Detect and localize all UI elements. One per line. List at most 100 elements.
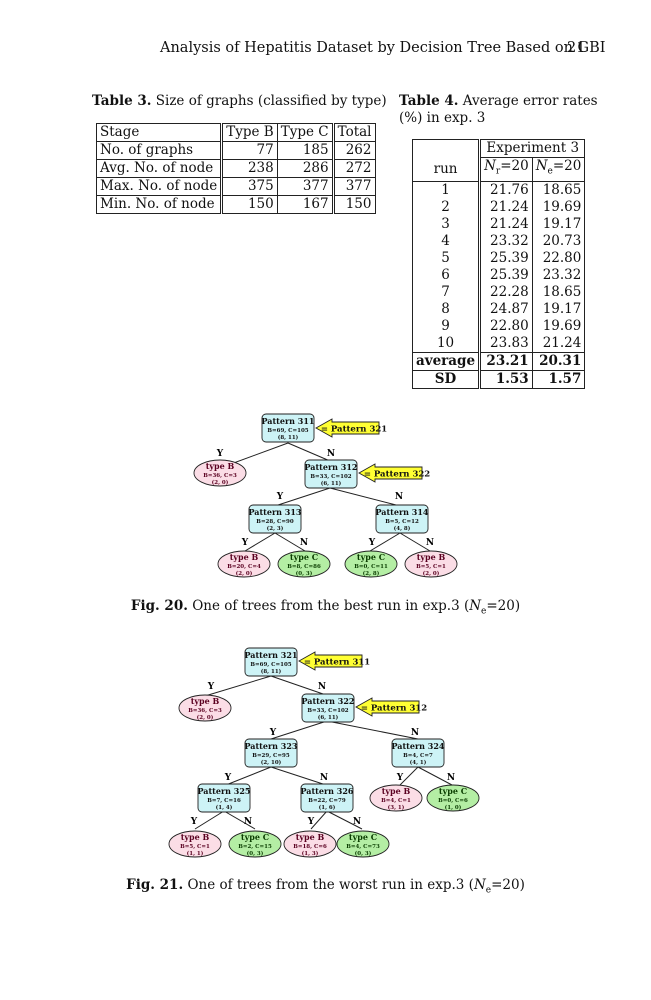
table-header-cell: Stage [95,123,224,142]
table-cell: 6 [411,266,482,284]
table-cell: 21.76 [479,181,533,199]
table-header-cell: Type C [276,123,335,142]
table-cell: 23.32 [531,266,586,284]
table-cell: 238 [221,159,278,178]
table-cell: 150 [332,195,376,214]
table-cell: 1 [411,181,482,199]
leaf-ellipse [193,459,247,487]
node-stat: B=22, C=79 [308,798,346,804]
pattern-box [261,413,315,443]
leaf-ellipse [283,830,337,858]
pattern-box [244,647,298,677]
table-cell: 286 [276,159,335,178]
edge-label-yes: Y [224,773,232,783]
table-cell: 19.69 [531,317,586,335]
equivalence-arrow: = Pattern 322 [358,463,430,483]
node-stat: (1, 0) [445,804,462,811]
leaf-ellipse [404,550,458,578]
node-title: type B [230,552,259,562]
node-stat: B=4, C=73 [346,844,380,850]
node-stat: B=5, C=12 [385,519,419,525]
node-stat: B=36, C=3 [203,473,237,479]
page-number: 21 [567,40,586,56]
table-cell: 22.80 [479,317,533,335]
node-stat: (2, 0) [197,714,214,721]
node-stat: B=4, C=1 [381,798,411,804]
edge-label-yes: Y [190,817,198,827]
table-cell: 5 [411,249,482,267]
fig21-caption: Fig. 21. One of trees from the worst run… [126,877,525,896]
table3-caption-text: Size of graphs (classified by type) [155,93,387,109]
table3-caption: Table 3. Size of graphs (classified by t… [92,93,387,110]
edge-label-yes: Y [307,817,315,827]
arrow-shape [315,418,380,438]
node-stat: B=0, C=11 [354,564,388,570]
table-cell: 20.31 [531,351,586,371]
arrow-label: = Pattern 312 [361,704,427,714]
table-cell: 21.24 [479,198,533,216]
edge-label-yes: Y [241,538,249,548]
table-cell: Avg. No. of node [95,159,224,178]
node-stat: (0, 3) [355,850,372,857]
node-title: Pattern 323 [245,741,298,751]
edge-label-no: N [411,728,419,738]
edge-label-no: N [318,682,326,692]
leaf-node-type-b: type BB=36, C=3(2, 0) [178,694,232,722]
node-stat: (6, 11) [318,714,339,721]
edge-label-no: N [353,817,361,827]
node-stat: B=36, C=3 [188,708,222,714]
pattern-box [244,738,298,768]
table-row: Avg. No. of node 238 286 272 [95,159,376,178]
table-cell: Max. No. of node [95,177,224,196]
pattern-box [375,504,429,534]
leaf-ellipse [426,784,480,812]
leaf-node-type-b: type BB=18, C=6(1, 3) [283,830,337,858]
node-stat: (2, 0) [236,570,253,577]
table-cell: 4 [411,232,482,250]
edge-label-yes: Y [276,492,284,502]
table-cell: 20.73 [531,232,586,250]
edge-label-no: N [244,817,252,827]
table-cell: 22.80 [531,249,586,267]
table-cell: 262 [332,141,376,160]
node-stat: (0, 3) [247,850,264,857]
node-title: Pattern 326 [301,786,354,796]
node-stat: (1, 4) [216,804,233,811]
edge-label-no: N [426,538,434,548]
table-header-cell: Nr=20 [479,157,533,182]
pattern-box [301,693,355,723]
leaf-node-type-c: type CB=8, C=86(0, 3) [277,550,331,578]
table-row: Min. No. of node 150 167 150 [95,195,376,214]
leaf-ellipse [369,784,423,812]
node-stat: B=20, C=4 [227,564,261,570]
table-cell: 77 [221,141,278,160]
leaf-ellipse [277,550,331,578]
table-row: No. of graphs 77 185 262 [95,141,376,160]
edge-label-no: N [300,538,308,548]
edge-label-no: N [395,492,403,502]
leaf-ellipse [178,694,232,722]
node-stat: (4, 1) [410,759,427,766]
table-cell: 185 [276,141,335,160]
node-title: Pattern 325 [198,786,251,796]
equivalence-arrow: = Pattern 312 [355,697,427,717]
equivalence-arrow: = Pattern 311 [298,651,370,671]
leaf-node-type-b: type BB=36, C=3(2, 0) [193,459,247,487]
node-stat: (2, 0) [423,570,440,577]
leaf-ellipse [228,830,282,858]
table-row: Stage Type B Type C Total [95,123,376,142]
leaf-node-type-c: type CB=4, C=73(0, 3) [336,830,390,858]
node-stat: (2, 10) [261,759,282,766]
pattern-box [248,504,302,534]
table-cell: 377 [332,177,376,196]
pattern-box [304,459,358,489]
